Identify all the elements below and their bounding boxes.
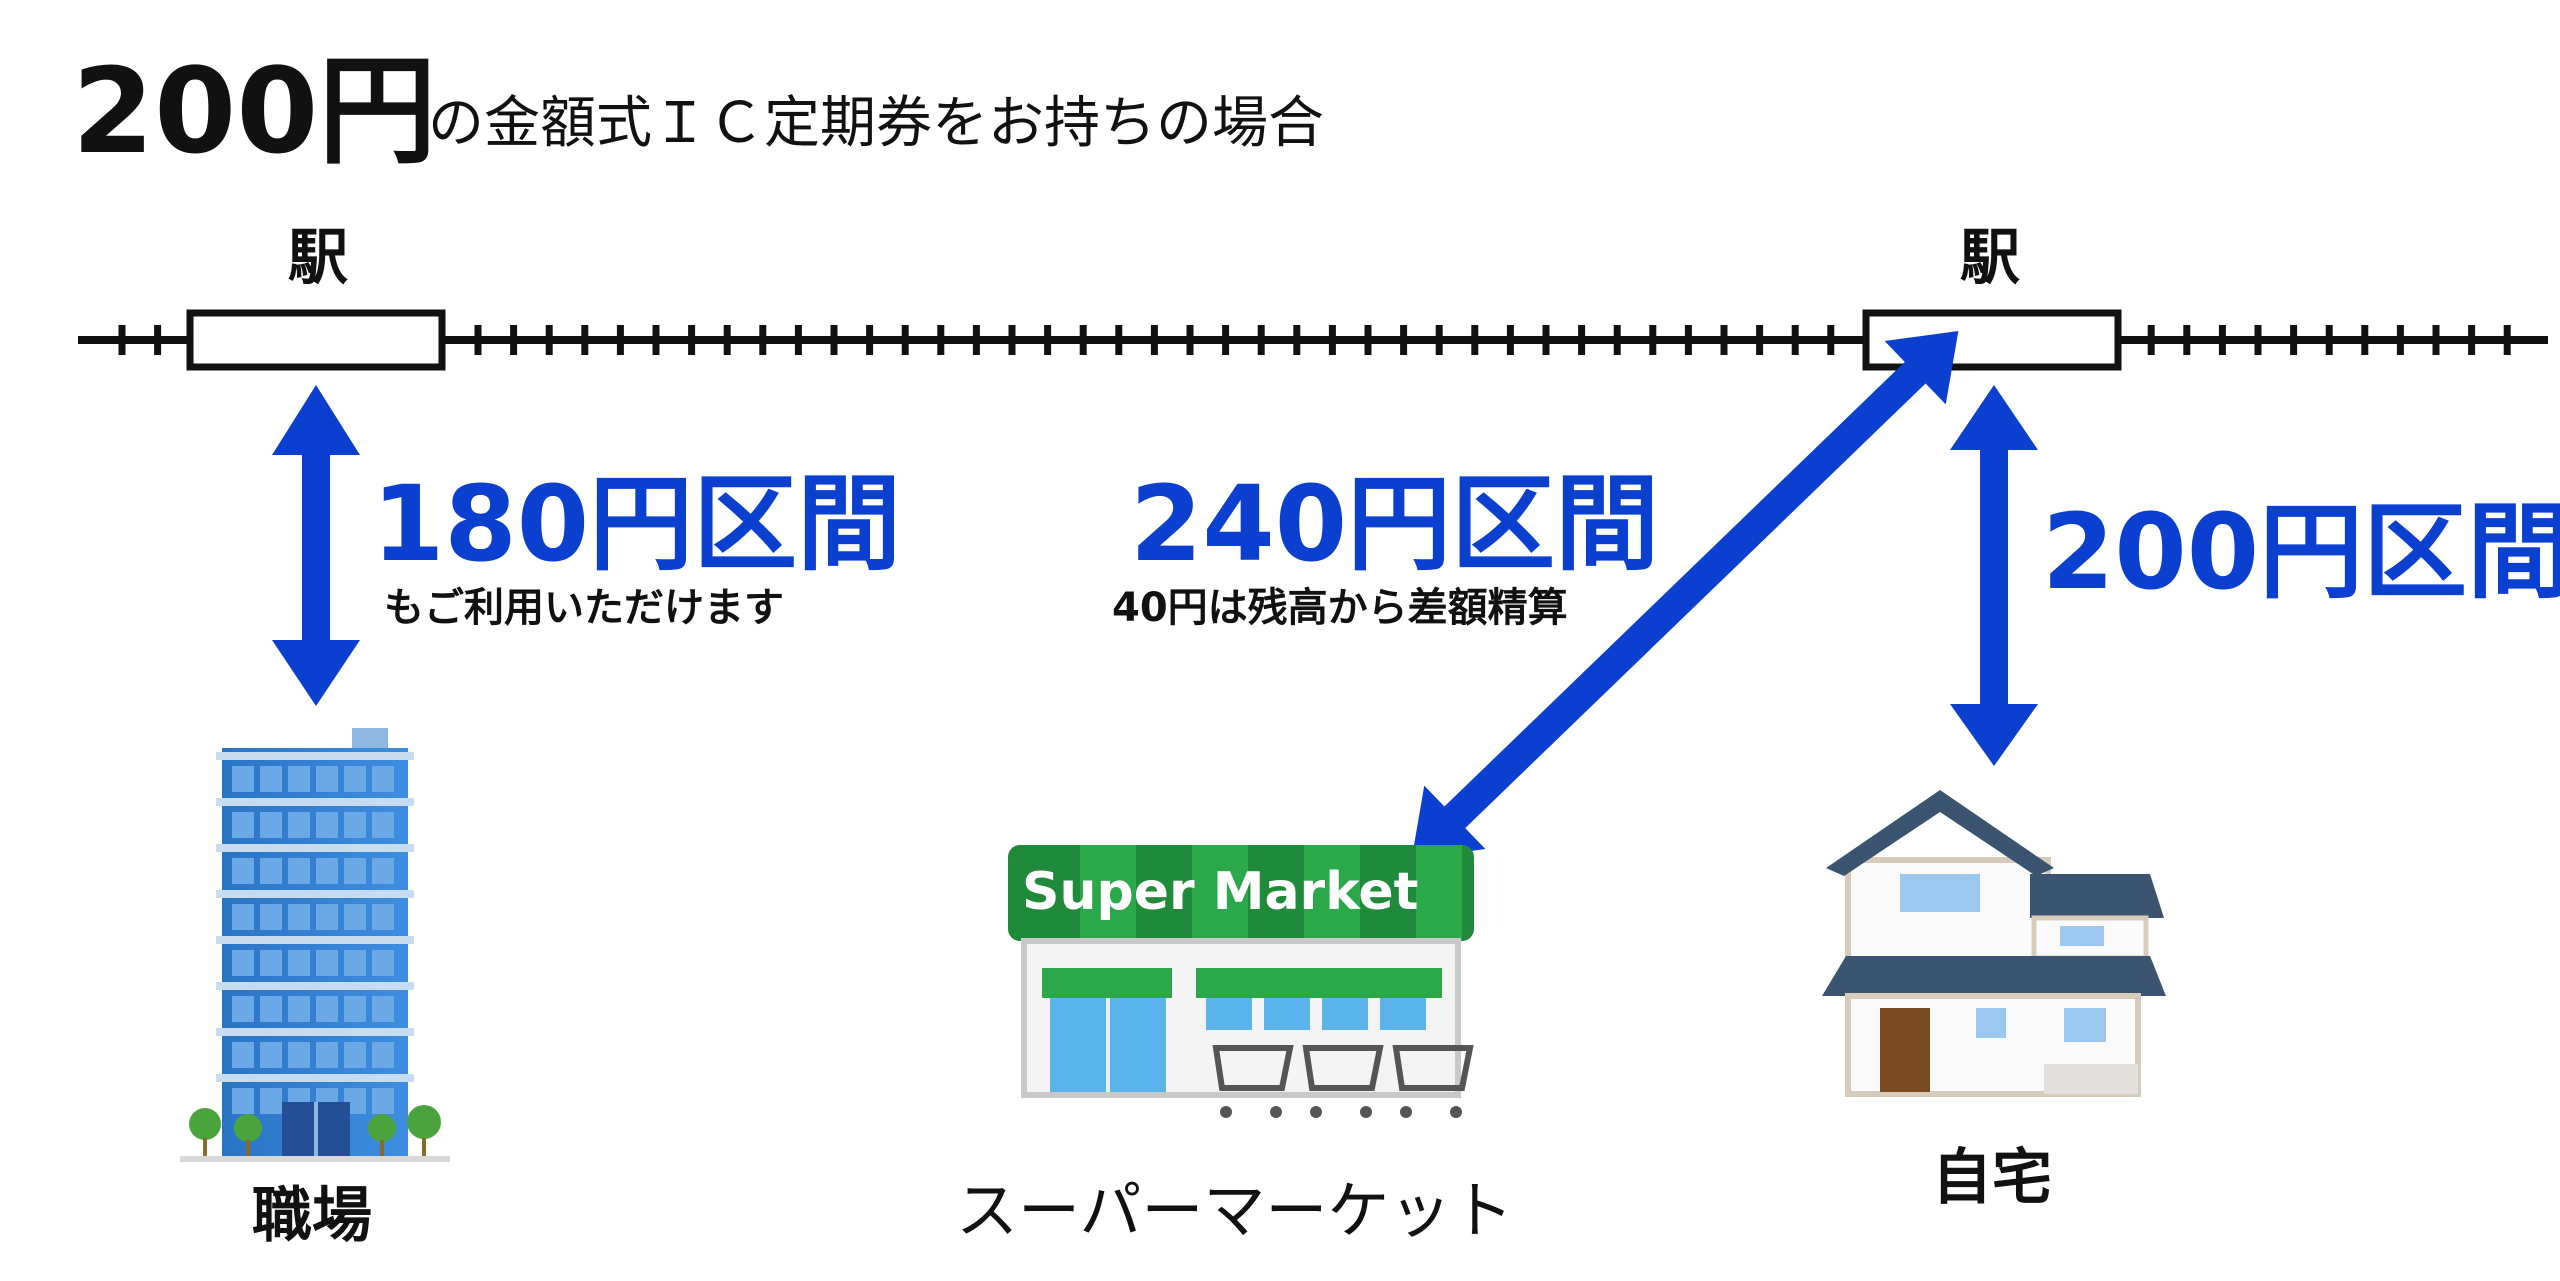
building-window <box>372 858 394 884</box>
building-floor <box>216 844 414 852</box>
building-window <box>316 858 338 884</box>
fare-work: 180円区間 <box>372 463 902 585</box>
building-window <box>232 950 254 976</box>
store-sign: Super Market <box>1022 862 1419 922</box>
building-window <box>372 812 394 838</box>
building-window <box>260 904 282 930</box>
building-window <box>260 1088 282 1114</box>
station-label-left: 駅 <box>288 223 348 293</box>
building-window <box>232 1042 254 1068</box>
building-window <box>260 812 282 838</box>
place-home: 自宅 <box>1932 1143 2052 1213</box>
fare-supermarket-note: 40円は残高から差額精算 <box>1112 585 1568 631</box>
building-floor <box>216 936 414 944</box>
building-window <box>372 1088 394 1114</box>
place-supermarket: スーパーマーケット <box>956 1174 1514 1247</box>
station-left <box>186 309 446 371</box>
building-window <box>288 950 310 976</box>
building-floor <box>216 890 414 898</box>
building-window <box>260 950 282 976</box>
building-window <box>288 812 310 838</box>
building-window <box>260 1042 282 1068</box>
building-window <box>288 766 310 792</box>
building-window <box>372 996 394 1022</box>
building-window <box>372 950 394 976</box>
building-window <box>316 996 338 1022</box>
building-window <box>288 996 310 1022</box>
building-window <box>316 766 338 792</box>
building-window <box>232 812 254 838</box>
building-window <box>344 996 366 1022</box>
building-window <box>316 1042 338 1068</box>
building-floor <box>216 982 414 990</box>
office-building-icon <box>180 728 450 1162</box>
arrow-supermarket <box>1411 331 1959 859</box>
fare-supermarket: 240円区間 <box>1130 463 1660 585</box>
building-window <box>372 766 394 792</box>
building-window <box>232 858 254 884</box>
arrow-home <box>1950 385 2038 766</box>
title-amount: 200円 <box>72 42 437 180</box>
building-window <box>232 996 254 1022</box>
building-window <box>232 904 254 930</box>
building-window <box>372 1042 394 1068</box>
building-floor <box>216 752 414 760</box>
building-floor <box>216 1074 414 1082</box>
building-window <box>232 766 254 792</box>
building-window <box>316 950 338 976</box>
building-window <box>260 996 282 1022</box>
place-work: 職場 <box>252 1181 372 1251</box>
arrow-work <box>272 385 360 706</box>
building-window <box>288 858 310 884</box>
building-window <box>288 904 310 930</box>
building-window <box>344 858 366 884</box>
building-floor <box>216 798 414 806</box>
fare-home: 200円区間 <box>2042 491 2560 613</box>
fare-work-note: もご利用いただけます <box>384 585 784 631</box>
building-window <box>344 1042 366 1068</box>
building-window <box>344 904 366 930</box>
title-subtitle: の金額式ＩＣ定期券をお持ちの場合 <box>428 91 1324 156</box>
building-window <box>344 766 366 792</box>
building-window <box>232 1088 254 1114</box>
building-window <box>372 904 394 930</box>
building-window <box>260 858 282 884</box>
supermarket-icon <box>1008 845 1474 1118</box>
building-window <box>288 1042 310 1068</box>
house-icon <box>1822 790 2166 1097</box>
building-window <box>344 950 366 976</box>
building-window <box>344 812 366 838</box>
building-window <box>316 904 338 930</box>
building-window <box>260 766 282 792</box>
building-window <box>316 812 338 838</box>
station-label-right: 駅 <box>1960 223 2020 293</box>
railway-line <box>78 325 2548 355</box>
building-floor <box>216 1028 414 1036</box>
